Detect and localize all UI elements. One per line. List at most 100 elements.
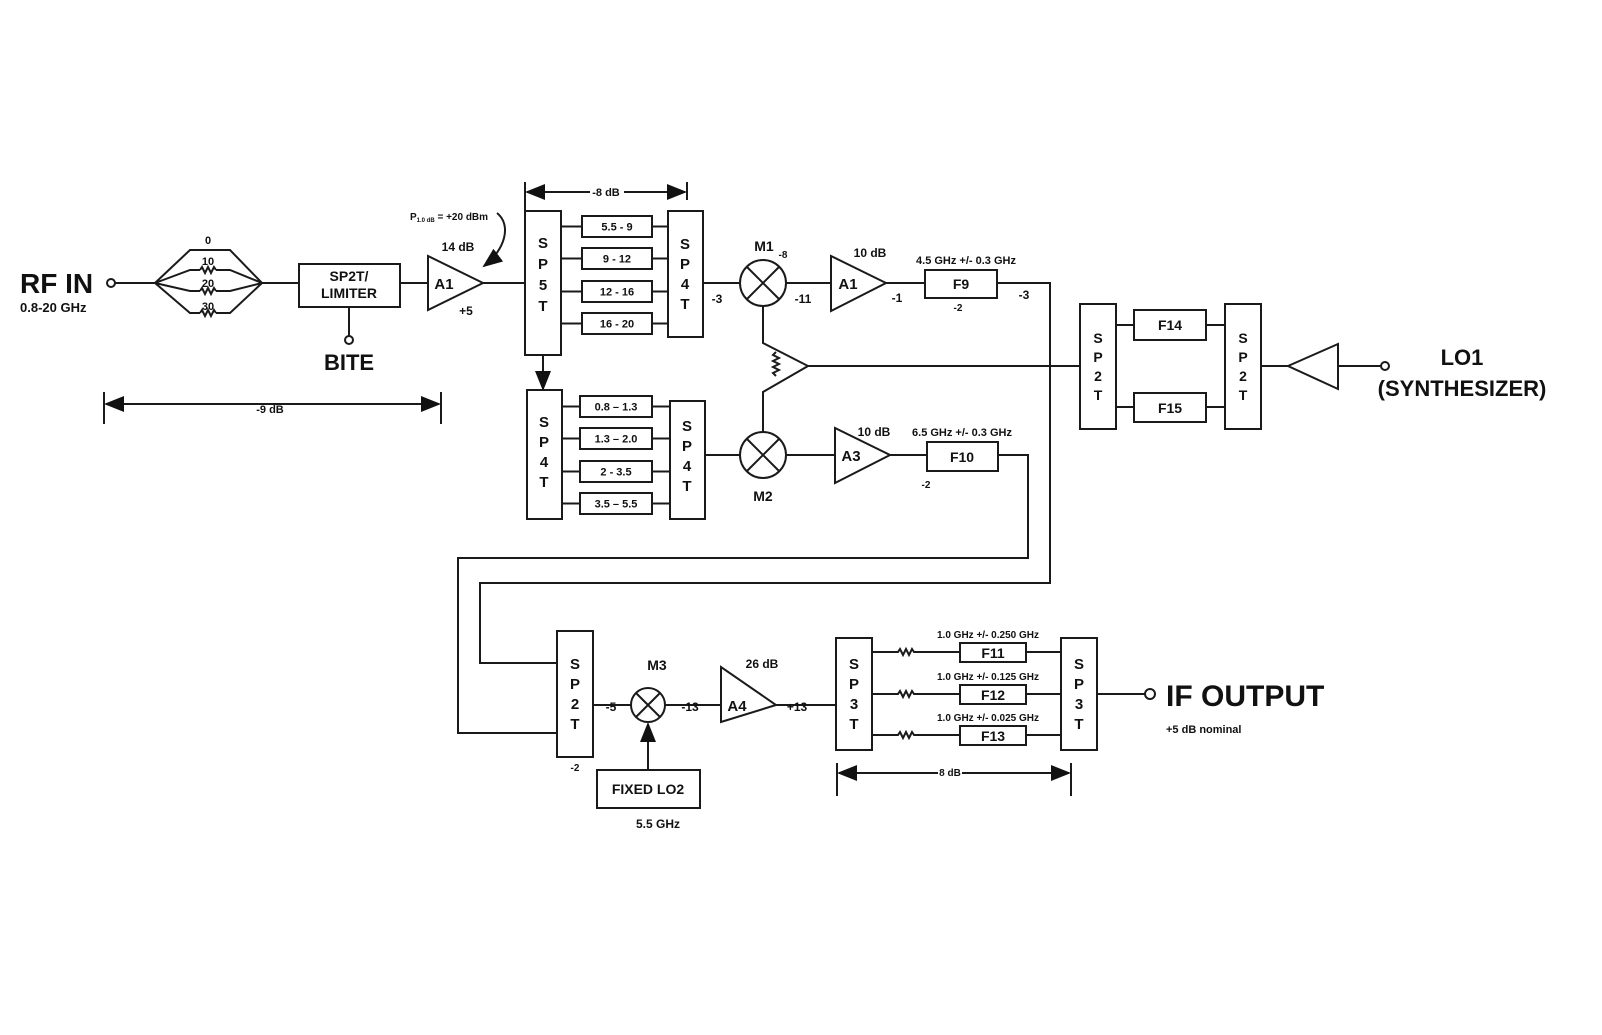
sp3t-if-in — [835, 637, 873, 751]
band-filter-label: 2 - 3.5 — [600, 467, 631, 479]
band-filter-label: 0.8 – 1.3 — [595, 402, 638, 414]
mixer-m1-label: M1 — [754, 238, 774, 254]
amp-a4-label: A4 — [727, 698, 747, 715]
mixer-m3 — [630, 687, 666, 723]
if-filter — [959, 684, 1027, 705]
band-filter-label: 12 - 16 — [600, 287, 634, 299]
band-filter-label: 1.3 – 2.0 — [595, 434, 638, 446]
filter-f10 — [926, 441, 999, 472]
fixed-lo2-label: FIXED LO2 — [612, 781, 685, 797]
filter-f9 — [924, 269, 998, 299]
if-filter-spec: 1.0 GHz +/- 0.125 GHz — [937, 672, 1039, 683]
mixer-m3-label: M3 — [647, 657, 667, 673]
filter-f9-loss: -2 — [954, 303, 963, 314]
sp4t-low-in-label: SP4T — [538, 414, 549, 491]
dim-filterbank-label: -8 dB — [592, 187, 620, 199]
dimension-if-filterbank: 8 dB — [836, 763, 1072, 796]
rf-in-range: 0.8-20 GHz — [20, 300, 87, 315]
sp4t-low-out-label: SP4T — [681, 418, 692, 495]
band-filter — [581, 247, 653, 270]
filter-f15 — [1133, 392, 1207, 423]
filter-f15-label: F15 — [1158, 400, 1182, 416]
branch-resistor-icon — [872, 729, 1061, 741]
sp2t-if-label: SP2T — [569, 656, 580, 733]
filter-f14 — [1133, 309, 1207, 341]
amp-a1-hb-gain: 10 dB — [854, 246, 887, 260]
filter-f9-label: F9 — [953, 276, 970, 292]
if-filter — [959, 725, 1027, 746]
dim-if-label: 8 dB — [939, 768, 961, 779]
if-output-label: IF OUTPUT — [1166, 680, 1324, 713]
sp4t-high-out-label: SP4T — [679, 236, 690, 313]
lo1-label: LO1 — [1441, 345, 1484, 370]
filter-f10-label: F10 — [950, 449, 974, 465]
limiter-label-1: SP2T/ — [330, 268, 369, 284]
sp3t-if-out-label: SP3T — [1073, 656, 1084, 733]
if-output-port[interactable] — [1144, 688, 1156, 700]
bite-port[interactable] — [344, 335, 354, 345]
amp-a1-label: A1 — [434, 276, 453, 293]
atten-step-20: 20 — [202, 278, 214, 290]
atten-step-10: 10 — [202, 256, 214, 268]
band-filter — [581, 312, 653, 335]
amp-a1-level: +5 — [459, 304, 473, 318]
sp5t-label: SP5T — [537, 235, 548, 315]
if-filter-label: F13 — [981, 728, 1005, 744]
sp2t-lo-a-label: SP2T — [1093, 330, 1103, 403]
band-filter — [579, 460, 653, 483]
lo1-port[interactable] — [1380, 361, 1390, 371]
sp2t-lo-a — [1079, 303, 1117, 430]
low-band-route — [457, 454, 1029, 734]
sp4t-switch-low-out — [669, 400, 706, 520]
if-filter-label: F11 — [981, 645, 1005, 661]
if-level-in: -5 — [606, 700, 617, 714]
amplifier-a3 — [834, 426, 893, 485]
sp2t-if-select — [556, 630, 594, 758]
amplifier-a1-input — [427, 254, 486, 312]
high-band-route — [479, 282, 1051, 664]
amp-a4-out-level: +13 — [787, 700, 808, 714]
band-filter-label: 3.5 – 5.5 — [595, 499, 638, 511]
sp2t-lo-b — [1224, 303, 1262, 430]
mixer-m2-label: M2 — [753, 488, 773, 504]
level-high-band: -3 — [712, 292, 723, 306]
step-attenuator: 0 10 20 30 — [154, 235, 263, 319]
rf-in-port[interactable] — [106, 278, 116, 288]
fixed-lo2-block — [596, 769, 701, 809]
if-output-note: +5 dB nominal — [1166, 724, 1242, 736]
atten-step-0: 0 — [205, 235, 211, 247]
filter-f9-out-level: -3 — [1019, 288, 1030, 302]
band-filter-label: 16 - 20 — [600, 319, 634, 331]
amp-a4-gain: 26 dB — [746, 657, 779, 671]
atten-step-30: 30 — [202, 301, 214, 313]
sp3t-if-in-label: SP3T — [848, 656, 859, 733]
filter-f10-spec: 6.5 GHz +/- 0.3 GHz — [912, 427, 1012, 439]
amplifier-a1-high-band — [830, 254, 889, 313]
mixer-m2 — [739, 431, 787, 479]
dim-front-label: -9 dB — [256, 404, 284, 416]
amp-a3-label: A3 — [841, 448, 860, 465]
band-filter — [579, 427, 653, 450]
mixer-m1-out-level: -11 — [795, 292, 812, 306]
fixed-lo2-freq: 5.5 GHz — [636, 817, 680, 831]
rf-in-label: RF IN — [20, 268, 93, 299]
filter-f9-spec: 4.5 GHz +/- 0.3 GHz — [916, 255, 1016, 267]
amp-a3-gain: 10 dB — [858, 425, 891, 439]
lo1-buffer-amplifier — [1285, 342, 1339, 391]
mixer-m1-loss: -8 — [779, 250, 788, 261]
amp-a1-hb-label: A1 — [838, 276, 857, 293]
p1db-annotation: P1.0 dB = +20 dBm — [410, 212, 488, 224]
sp4t-switch-low-in — [526, 389, 563, 520]
filter-f14-label: F14 — [1158, 317, 1182, 333]
amplifier-a4 — [720, 665, 779, 724]
filter-f10-loss: -2 — [922, 480, 931, 491]
divider-resistor-icon — [770, 351, 782, 377]
p1db-arrow — [482, 212, 506, 268]
sp2t-lo-b-label: SP2T — [1238, 330, 1248, 403]
band-filter — [579, 395, 653, 418]
if-filter-spec: 1.0 GHz +/- 0.250 GHz — [937, 630, 1039, 641]
dimension-front-end: -9 dB — [103, 392, 442, 424]
dimension-filterbank: -8 dB — [524, 182, 688, 211]
amp-a1-gain: 14 dB — [442, 240, 475, 254]
